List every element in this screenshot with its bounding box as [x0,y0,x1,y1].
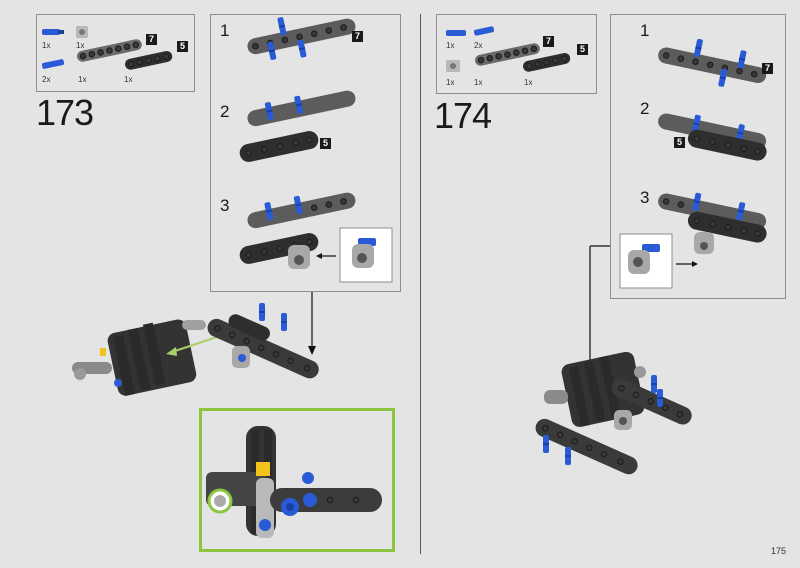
part-qty: 1x [78,75,87,84]
part-qty: 1x [446,78,455,87]
detail-zoom-left [206,426,382,538]
beam-length-badge: 7 [146,34,157,45]
page-number: 175 [770,546,786,556]
substep-1-left-image [247,16,356,61]
substep-number: 2 [220,102,230,121]
part-qty: 1x [42,41,51,50]
substep-panel-left [210,14,401,292]
parts-list-left [36,14,195,92]
beam-length-badge: 7 [543,36,554,47]
step-number: 173 [36,92,94,133]
substep-1-right-image [658,38,767,88]
part-qty: 1x [76,41,85,50]
beam-length-badge: 5 [177,41,188,52]
beam-length-badge: 7 [762,63,773,74]
assembly-right [535,351,692,475]
part-qty: 1x [474,78,483,87]
part-qty: 2x [42,75,51,84]
assembly-left [72,303,319,396]
parts-list-right-images [446,26,571,72]
page-divider [420,14,421,554]
detail-zoom-frame [199,408,395,552]
part-qty: 1x [524,78,533,87]
substep-number: 3 [640,188,650,207]
substep-2-left-image [239,90,356,162]
beam-length-badge: 5 [577,44,588,55]
substep-3-right-image [658,192,767,267]
beam-length-badge: 7 [352,31,363,42]
parts-list-right [436,14,597,94]
substep-number: 1 [640,21,650,40]
connector-line-left [308,292,316,355]
part-qty: 2x [474,41,483,50]
substep-2-right-image [658,113,767,161]
beam-length-badge: 5 [674,137,685,148]
beam-length-badge: 5 [320,138,331,149]
part-qty: 1x [124,75,133,84]
step-number: 174 [434,95,492,136]
substep-number: 1 [220,21,230,40]
connector-callout-left [339,227,393,283]
parts-list-left-images [41,26,173,70]
part-qty: 1x [446,41,455,50]
substep-3-left-image [239,192,356,269]
substep-number: 2 [640,99,650,118]
connector-callout-right [619,233,673,289]
substep-panel-right [610,14,786,299]
substep-number: 3 [220,196,230,215]
